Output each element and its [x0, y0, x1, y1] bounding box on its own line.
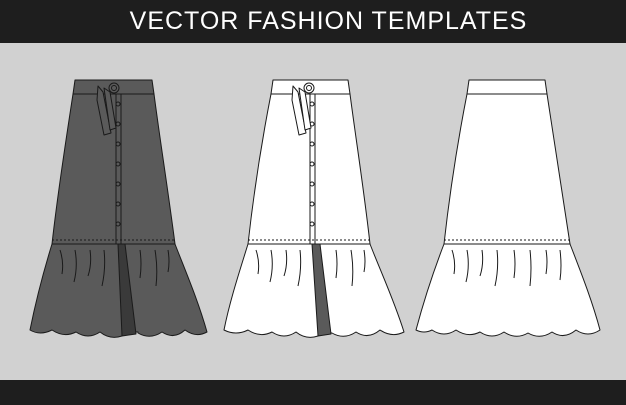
footer-band: [0, 380, 626, 405]
skirt-back-light: [415, 79, 601, 337]
belt-tie: [96, 85, 112, 136]
skirt-front-dark: [29, 79, 208, 338]
flounce: [415, 243, 601, 337]
skirt-body: [443, 93, 571, 245]
slit: [117, 243, 137, 337]
flounce: [29, 243, 208, 338]
waistband: [466, 79, 548, 95]
page-title: VECTOR FASHION TEMPLATES: [107, 0, 550, 43]
skirt-front-light: [223, 79, 405, 338]
slit: [311, 243, 332, 337]
belt-tie: [291, 85, 307, 136]
flounce: [223, 243, 405, 338]
